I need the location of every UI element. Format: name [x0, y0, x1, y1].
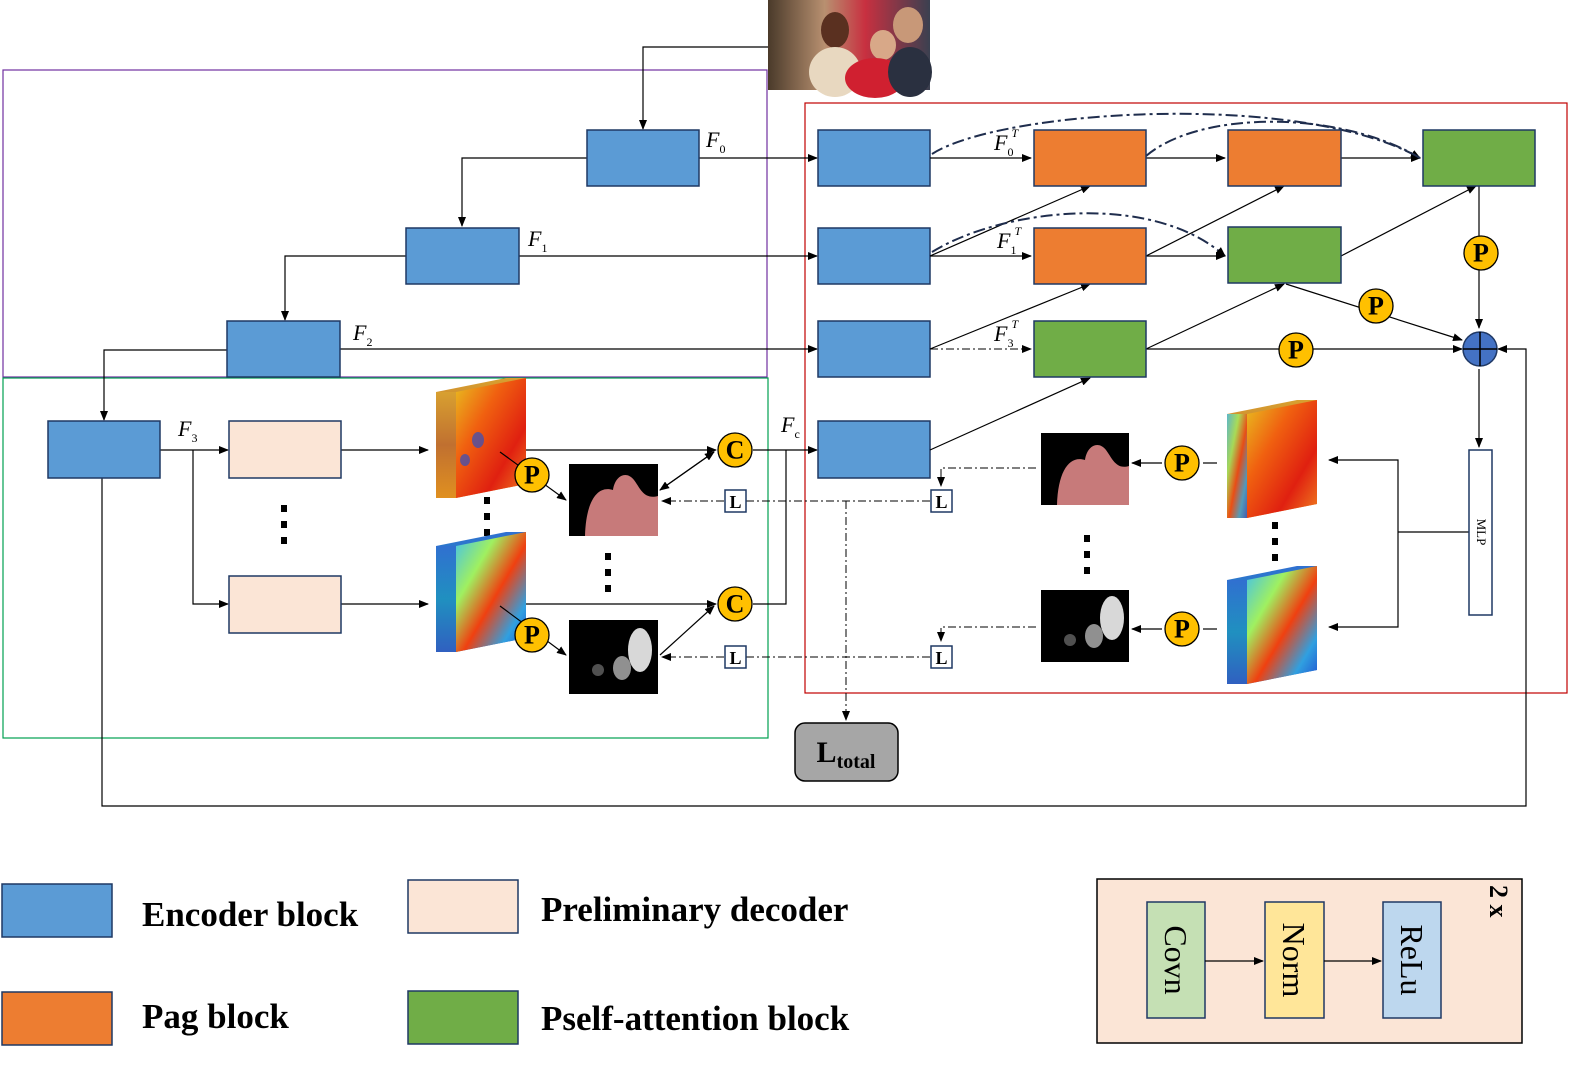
heatmap-red-right — [1227, 400, 1317, 518]
pag-block-row1 — [1033, 227, 1147, 285]
frame-encoder-region — [2, 69, 768, 378]
mask-pred-bottom-right — [1041, 590, 1129, 662]
pool-op: P — [514, 617, 550, 653]
loss-total-box: Ltotal — [794, 722, 899, 782]
pool-op: P — [1164, 445, 1200, 481]
svg-text:C: C — [726, 590, 745, 619]
loss-op: L — [930, 645, 953, 669]
conv-block-detail: 2 x Covn Norm ReLu — [1096, 878, 1523, 1044]
vertical-ellipsis — [1084, 535, 1090, 574]
heatmap-red-left — [436, 378, 526, 498]
feature-label-f0t: F0T — [993, 126, 1019, 159]
concat-op: C — [717, 586, 753, 622]
svg-text:P: P — [1473, 239, 1489, 268]
svg-text:L: L — [935, 492, 947, 512]
mlp-block — [1468, 449, 1493, 616]
encoder-block-3 — [47, 420, 161, 479]
svg-text:Norm: Norm — [1276, 923, 1312, 998]
loss-op: L — [724, 645, 747, 669]
mask-pred-top-right — [1041, 433, 1129, 505]
legend: Encoder block Preliminary decoder Pag bl… — [1, 879, 850, 1046]
svg-text:L: L — [935, 648, 947, 668]
mask-pred-bottom-left — [569, 620, 658, 694]
feature-label-f1t: F1T — [996, 224, 1022, 257]
heatmap-blue-right — [1227, 566, 1317, 684]
pself-block-row0 — [1422, 129, 1536, 187]
decoder-input-1 — [817, 227, 931, 285]
svg-text:P: P — [1174, 615, 1190, 644]
pool-op: P — [1164, 611, 1200, 647]
vertical-ellipsis — [281, 505, 287, 544]
feature-label-f0: F0 — [705, 127, 725, 156]
svg-text:C: C — [726, 436, 745, 465]
pool-op: P — [1278, 332, 1314, 368]
vertical-ellipsis — [1272, 522, 1278, 561]
legend-label-pself: Pself-attention block — [541, 999, 850, 1038]
svg-text:P: P — [524, 621, 540, 650]
svg-text:L: L — [729, 492, 741, 512]
input-photo — [768, 0, 932, 98]
feature-label-fc: Fc — [780, 412, 800, 441]
feature-label-f1: F1 — [527, 226, 547, 255]
preliminary-decoder-2 — [228, 575, 342, 634]
legend-label-pag: Pag block — [142, 997, 289, 1036]
vertical-ellipsis — [484, 497, 490, 536]
preliminary-decoder-1 — [228, 420, 342, 479]
loss-op: L — [930, 489, 953, 513]
legend-swatch-encoder — [1, 883, 113, 938]
legend-label-preliminary: Preliminary decoder — [541, 890, 848, 929]
decoder-input-2 — [817, 320, 931, 378]
frame-decoder-region — [804, 102, 1568, 694]
norm-step — [1264, 901, 1325, 1019]
pag-block-row0-b — [1227, 129, 1342, 187]
svg-text:Covn: Covn — [1158, 925, 1194, 994]
feature-label-f2: F2 — [352, 320, 372, 349]
decoder-input-0 — [817, 129, 931, 187]
legend-swatch-preliminary — [407, 879, 519, 934]
svg-text:L: L — [729, 648, 741, 668]
concat-op: C — [717, 432, 753, 468]
encoder-block-1 — [405, 227, 520, 285]
sum-node — [1462, 331, 1498, 367]
covn-step — [1146, 901, 1206, 1019]
svg-text:P: P — [524, 461, 540, 490]
pag-block-row0-a — [1033, 129, 1147, 187]
heatmap-blue-left — [436, 532, 526, 652]
frame-preliminary-region — [2, 377, 769, 739]
legend-swatch-pself — [407, 990, 519, 1045]
mask-pred-top-left — [569, 464, 658, 536]
svg-text:P: P — [1174, 449, 1190, 478]
pool-op: P — [1358, 288, 1394, 324]
pool-op: P — [514, 457, 550, 493]
legend-label-encoder: Encoder block — [142, 895, 359, 934]
decoder-input-3 — [817, 420, 931, 479]
legend-swatch-pag — [1, 991, 113, 1046]
relu-step — [1382, 901, 1442, 1019]
repeat-label: 2 x — [1484, 885, 1513, 918]
loss-op: L — [724, 489, 747, 513]
pself-block-row2 — [1033, 320, 1147, 378]
encoder-block-2 — [226, 320, 341, 378]
vertical-ellipsis — [605, 553, 611, 592]
feature-label-f3: F3 — [177, 416, 197, 445]
svg-text:ReLu: ReLu — [1394, 924, 1430, 995]
svg-text:P: P — [1288, 336, 1304, 365]
pool-op: P — [1463, 235, 1499, 271]
mlp-label: MLP — [1474, 519, 1489, 546]
pself-block-row1 — [1227, 226, 1342, 284]
svg-text:P: P — [1368, 292, 1384, 321]
feature-label-f3t: F3T — [993, 317, 1019, 350]
svg-text:Ltotal: Ltotal — [817, 736, 876, 773]
encoder-block-0 — [586, 129, 700, 187]
